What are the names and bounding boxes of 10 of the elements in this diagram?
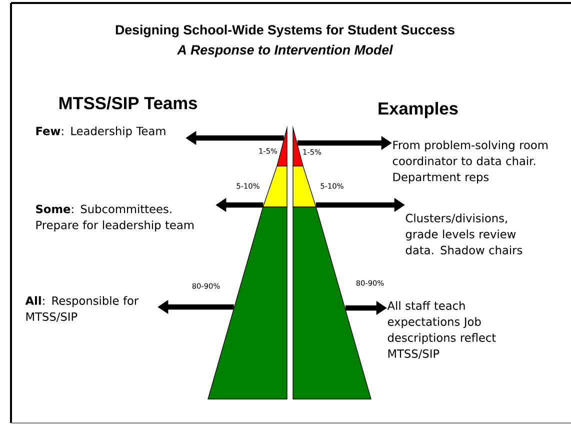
example-text: Few: Leadership Team [36,126,166,138]
example-text: All staff teach expectations Job descriptions reflect MTSS/SIP [387,301,496,359]
title: Designing School-Wide Systems for Student Success [116,24,454,38]
subtitle: A Response to Intervention Model [176,44,393,58]
example-text: All: Responsible for MTSS/SIP [25,296,139,322]
column-heading: MTSS/SIP Teams [59,96,197,110]
example-text: Some: Subcommittees. Prepare for leadership team [36,204,194,232]
column-heading: Examples [378,102,458,118]
example-text: Clusters/divisions, grade levels review data. Shadow chairs [406,214,522,254]
example-text: From problem-solving room coordinator to data chair. Department reps [392,140,548,184]
